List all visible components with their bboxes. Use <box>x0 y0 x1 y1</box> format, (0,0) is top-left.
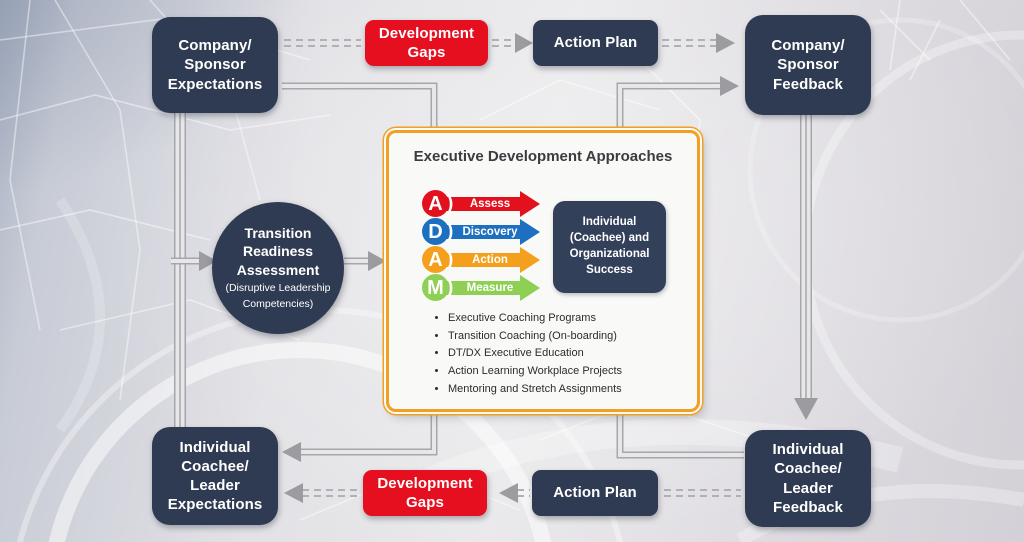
adam-arrows: Assess A ) Discovery D ) Action A ) Meas… <box>422 190 582 302</box>
node-label: Action Plan <box>553 34 638 52</box>
approaches-bullet-list: Executive Coaching Programs Transition C… <box>433 311 622 400</box>
node-action-plan-bottom: Action Plan <box>532 470 658 516</box>
circle-title-line: Readiness <box>242 243 314 260</box>
arrowhead-left-icon <box>499 483 518 503</box>
node-company-sponsor-expectations: Company/ Sponsor Expectations <box>152 17 278 113</box>
executive-development-panel: Executive Development Approaches Assess … <box>386 130 700 412</box>
paren-decoration: ) <box>447 249 454 270</box>
connector-expectations-to-panel <box>282 82 438 132</box>
arrowhead-left-icon <box>282 442 301 462</box>
node-line: Leader <box>783 479 833 497</box>
node-line: Gaps <box>406 494 444 511</box>
node-line: Leader <box>190 477 240 494</box>
node-label: Action Plan <box>553 484 637 502</box>
node-line: Individual <box>582 216 637 229</box>
node-line: Company/ <box>178 37 252 55</box>
node-line: Individual <box>179 438 251 456</box>
bullet-item: Transition Coaching (On-boarding) <box>448 329 622 344</box>
node-line: Success <box>586 263 633 276</box>
paren-decoration: ) <box>447 193 454 214</box>
adam-step-discovery: Discovery D ) <box>422 218 582 246</box>
assess-arrow: Assess <box>444 197 522 211</box>
node-line: Development <box>378 24 475 42</box>
node-line: Individual <box>772 441 844 459</box>
node-line: Expectations <box>167 75 263 93</box>
connector-feedback-column <box>794 113 818 420</box>
arrow-right-icon <box>520 247 540 273</box>
arrowhead-left-icon <box>284 483 303 503</box>
panel-title: Executive Development Approaches <box>413 148 673 165</box>
arrow-right-icon <box>520 219 540 245</box>
node-transition-readiness-assessment: Transition Readiness Assessment (Disrupt… <box>212 202 344 334</box>
node-line: Development <box>377 474 473 492</box>
circle-subtitle-line: Competencies) <box>242 298 314 311</box>
discovery-arrow: Discovery <box>444 225 522 239</box>
node-line: Sponsor <box>777 56 839 74</box>
node-development-gaps-bottom: Development Gaps <box>363 470 487 516</box>
node-development-gaps-top: Development Gaps <box>365 20 488 66</box>
connector-individual-feedback-to-panel <box>616 405 744 459</box>
adam-step-measure: Measure M ) <box>422 274 582 302</box>
action-arrow: Action <box>444 253 522 267</box>
letter-badge: A <box>422 190 449 217</box>
step-label: Assess <box>469 198 511 210</box>
node-line: Organizational <box>569 248 650 260</box>
node-line: Coachee/ <box>181 457 249 475</box>
arrow-right-icon <box>520 275 540 301</box>
bullet-item: Mentoring and Stretch Assignments <box>448 382 622 397</box>
node-individual-coachee-leader-feedback: Individual Coachee/ Leader Feedback <box>745 430 871 527</box>
step-label: Action <box>472 254 508 266</box>
letter-badge: M <box>422 274 449 301</box>
node-line: Gaps <box>407 44 446 61</box>
adam-step-action: Action A ) <box>422 246 582 274</box>
arrowhead-right-icon <box>515 33 533 53</box>
bullet-item: DT/DX Executive Education <box>448 346 622 361</box>
connector-panel-to-feedback <box>616 76 739 132</box>
adam-step-assess: Assess A ) <box>422 190 582 218</box>
node-line: Expectations <box>167 496 263 514</box>
step-label: Discovery <box>462 226 518 238</box>
node-action-plan-top: Action Plan <box>533 20 658 66</box>
paren-decoration: ) <box>447 277 454 298</box>
paren-decoration: ) <box>447 221 454 242</box>
connector-track-to-assessment <box>171 251 217 271</box>
node-line: Sponsor <box>184 56 246 74</box>
bullet-item: Action Learning Workplace Projects <box>448 364 622 379</box>
node-individual-organizational-success: Individual (Coachee) and Organizational … <box>553 201 666 293</box>
circle-title-line: Transition <box>244 225 312 242</box>
arrowhead-right-icon <box>720 76 739 96</box>
letter-badge: A <box>422 246 449 273</box>
node-line: Feedback <box>773 498 843 516</box>
arrowhead-right-icon <box>716 33 735 53</box>
node-line: Feedback <box>773 75 843 93</box>
node-individual-coachee-leader-expectations: Individual Coachee/ Leader Expectations <box>152 427 278 525</box>
letter-badge: D <box>422 218 449 245</box>
connector-panel-to-individual-expectations <box>282 405 438 462</box>
circle-subtitle-line: (Disruptive Leadership <box>225 281 331 294</box>
measure-arrow: Measure <box>444 281 522 295</box>
node-line: (Coachee) and <box>569 232 650 245</box>
node-line: Company/ <box>771 37 845 55</box>
step-label: Measure <box>466 282 514 294</box>
arrowhead-right-icon <box>368 251 386 271</box>
node-line: Coachee/ <box>774 460 842 478</box>
connector-assessment-to-panel <box>344 251 386 271</box>
node-company-sponsor-feedback: Company/ Sponsor Feedback <box>745 15 871 115</box>
arrowhead-down-icon <box>794 398 818 420</box>
arrow-right-icon <box>520 191 540 217</box>
bullet-item: Executive Coaching Programs <box>448 311 622 326</box>
circle-title-line: Assessment <box>236 261 320 278</box>
